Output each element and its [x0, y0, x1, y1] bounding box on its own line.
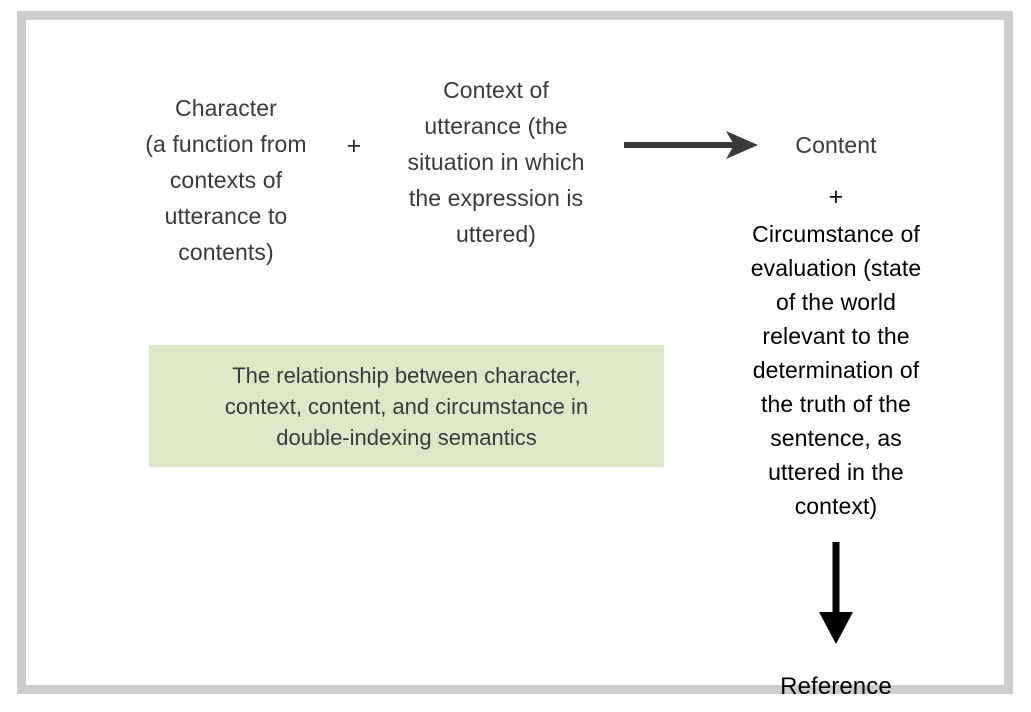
node-content: Content [795, 132, 877, 158]
node-reference: Reference [780, 673, 892, 700]
node-character: Character (a function from contexts of u… [145, 95, 307, 265]
caption-text: The relationship between character, cont… [224, 362, 589, 450]
plus-operator-2: + [828, 183, 844, 211]
figure-frame: Character (a function from contexts of u… [17, 11, 1013, 700]
node-context-of-utterance: Context of utterance (the situation in w… [407, 77, 585, 247]
plus-operator-1: + [346, 132, 362, 160]
caption-box: The relationship between character, cont… [149, 345, 664, 467]
arrow-down-icon [819, 542, 853, 644]
arrow-right-icon [624, 131, 758, 159]
node-circumstance-of-evaluation: Circumstance of evaluation (state of the… [750, 221, 922, 519]
